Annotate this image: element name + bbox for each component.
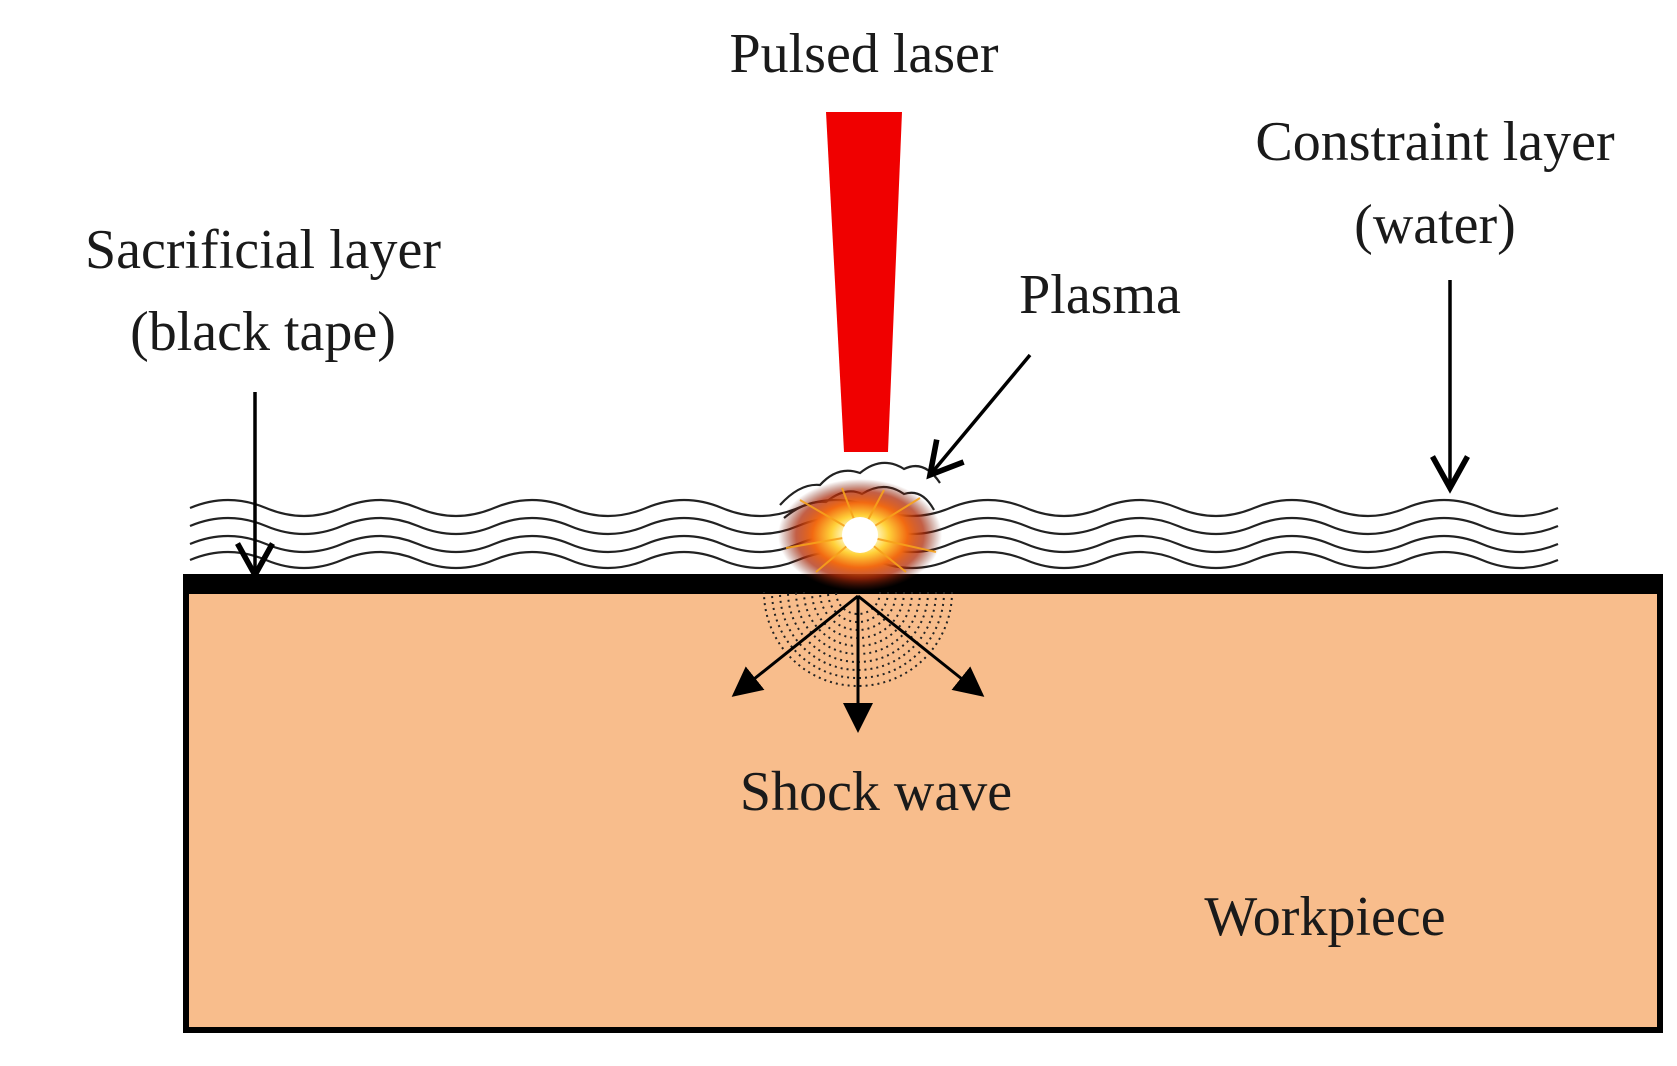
laser-beam — [826, 112, 902, 452]
sacrificial-layer-label-line1: Sacrificial layer — [85, 219, 441, 281]
plasma-pointer-arrow — [926, 353, 1032, 480]
black-tape-layer — [183, 574, 1663, 594]
shock-wave-label: Shock wave — [740, 761, 1012, 823]
sacrificial-layer-label-line2: (black tape) — [130, 301, 396, 363]
plasma-label: Plasma — [1019, 264, 1181, 326]
water-bulge — [779, 461, 941, 506]
workpiece-label: Workpiece — [1204, 886, 1445, 948]
constraint-layer-label-line1: Constraint layer — [1255, 111, 1615, 173]
constraint-layer-label-line2: (water) — [1354, 194, 1516, 256]
workpiece-block — [183, 587, 1663, 1033]
pulsed-laser-label: Pulsed laser — [729, 23, 998, 85]
shock-wave-arrows — [731, 594, 985, 733]
plasma-burst — [778, 479, 942, 591]
